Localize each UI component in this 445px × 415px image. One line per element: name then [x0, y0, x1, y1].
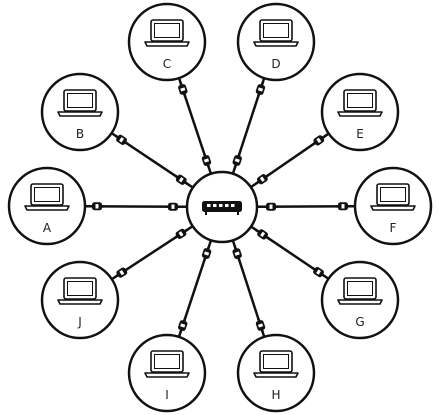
laptop-icon	[253, 19, 299, 47]
link-a	[84, 202, 188, 211]
ethernet-connector-icon	[178, 81, 188, 97]
node-label: E	[356, 127, 364, 141]
node-b: B	[40, 72, 120, 152]
node-label: I	[165, 388, 169, 402]
node-label: G	[355, 315, 364, 329]
node-label: J	[77, 315, 82, 329]
link-g	[250, 225, 330, 280]
link-j	[111, 225, 194, 281]
laptop-icon	[57, 277, 103, 305]
ethernet-connector-icon	[174, 174, 189, 185]
node-c: C	[127, 2, 207, 82]
ethernet-connector-icon	[201, 246, 212, 262]
node-label: F	[390, 221, 397, 235]
ethernet-connector-icon	[232, 152, 242, 168]
laptop-icon	[57, 89, 103, 117]
link-b	[110, 132, 194, 189]
ethernet-connector-icon	[263, 202, 279, 211]
link-c	[177, 77, 213, 175]
ethernet-connector-icon	[255, 317, 266, 333]
laptop-icon	[337, 89, 383, 117]
ethernet-connector-icon	[201, 153, 212, 169]
ethernet-connector-icon	[255, 173, 270, 185]
link-h	[231, 239, 266, 338]
ethernet-connector-icon	[178, 318, 188, 334]
node-j: J	[40, 260, 120, 340]
ethernet-connector-icon	[311, 266, 326, 278]
node-d: D	[236, 2, 316, 82]
ethernet-connector-icon	[311, 135, 326, 146]
node-g: G	[320, 260, 400, 340]
link-d	[231, 77, 266, 175]
link-f	[256, 202, 356, 211]
ethernet-connector-icon	[255, 229, 270, 240]
link-i	[177, 239, 213, 338]
node-label: H	[271, 388, 280, 402]
node-h: H	[236, 333, 316, 413]
laptop-icon	[24, 183, 70, 211]
node-label: C	[163, 57, 171, 71]
network-switch-icon	[202, 201, 242, 215]
laptop-icon	[144, 350, 190, 378]
ethernet-connector-icon	[232, 246, 242, 262]
ethernet-connector-icon	[89, 202, 105, 211]
node-f: F	[353, 166, 433, 246]
node-label: B	[76, 127, 84, 141]
node-label: D	[271, 57, 280, 71]
laptop-icon	[253, 350, 299, 378]
ethernet-connector-icon	[335, 202, 351, 211]
node-e: E	[320, 72, 400, 152]
laptop-icon	[337, 277, 383, 305]
links-layer	[84, 77, 356, 338]
ethernet-connector-icon	[114, 134, 129, 146]
ethernet-connector-icon	[255, 82, 266, 98]
ethernet-connector-icon	[165, 202, 181, 211]
node-a: A	[7, 166, 87, 246]
laptop-icon	[144, 19, 190, 47]
nodes-layer: A B C D E F G H I J	[7, 2, 433, 413]
node-label: A	[43, 221, 52, 235]
laptop-icon	[370, 183, 416, 211]
node-i: I	[127, 333, 207, 413]
link-e	[250, 132, 330, 189]
hub-switch	[185, 170, 259, 244]
ethernet-connector-icon	[114, 267, 129, 278]
ethernet-connector-icon	[174, 228, 188, 240]
